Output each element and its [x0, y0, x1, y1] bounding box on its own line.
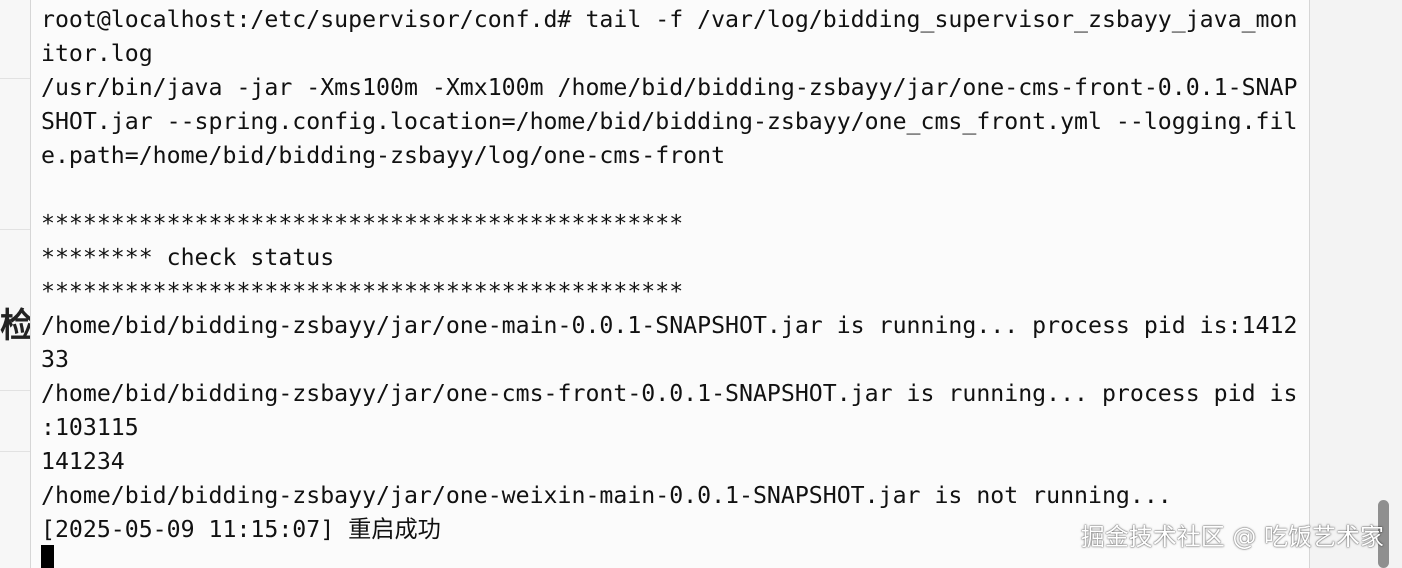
- terminal-line: e.path=/home/bid/bidding-zsbayy/log/one-…: [41, 142, 726, 169]
- terminal-cursor: [41, 545, 54, 568]
- background-row: [0, 230, 30, 391]
- background-row: [0, 452, 30, 568]
- terminal-line: itor.log: [41, 40, 153, 67]
- terminal-line: /home/bid/bidding-zsbayy/jar/one-cms-fro…: [41, 380, 1298, 407]
- terminal-line: [41, 173, 1303, 207]
- background-heading-fragment: 检: [0, 306, 30, 346]
- right-gutter: [1310, 0, 1402, 568]
- background-row: [0, 391, 30, 452]
- terminal-line: /home/bid/bidding-zsbayy/jar/one-weixin-…: [41, 482, 1172, 509]
- terminal-line: :103115: [41, 414, 139, 441]
- terminal-line: 141234: [41, 448, 125, 475]
- terminal-line: /usr/bin/java -jar -Xms100m -Xmx100m /ho…: [41, 74, 1298, 101]
- terminal-line: /home/bid/bidding-zsbayy/jar/one-main-0.…: [41, 312, 1298, 339]
- terminal-line: [2025-05-09 11:15:07] 重启成功: [41, 516, 441, 543]
- terminal-line: ****************************************…: [41, 210, 684, 237]
- terminal-output: root@localhost:/etc/supervisor/conf.d# t…: [41, 3, 1303, 547]
- terminal-line: root@localhost:/etc/supervisor/conf.d# t…: [41, 6, 1298, 33]
- background-row: [0, 79, 30, 230]
- terminal-line: ****************************************…: [41, 278, 684, 305]
- terminal-line: ******** check status: [41, 244, 335, 271]
- terminal-line: 33: [41, 346, 69, 373]
- terminal-window[interactable]: root@localhost:/etc/supervisor/conf.d# t…: [30, 0, 1310, 568]
- terminal-line: SHOT.jar --spring.config.location=/home/…: [41, 108, 1298, 135]
- watermark-text: 掘金技术社区 @ 吃饭艺术家: [1080, 523, 1384, 551]
- scrollbar-thumb[interactable]: [1378, 500, 1389, 568]
- background-row: [0, 0, 30, 79]
